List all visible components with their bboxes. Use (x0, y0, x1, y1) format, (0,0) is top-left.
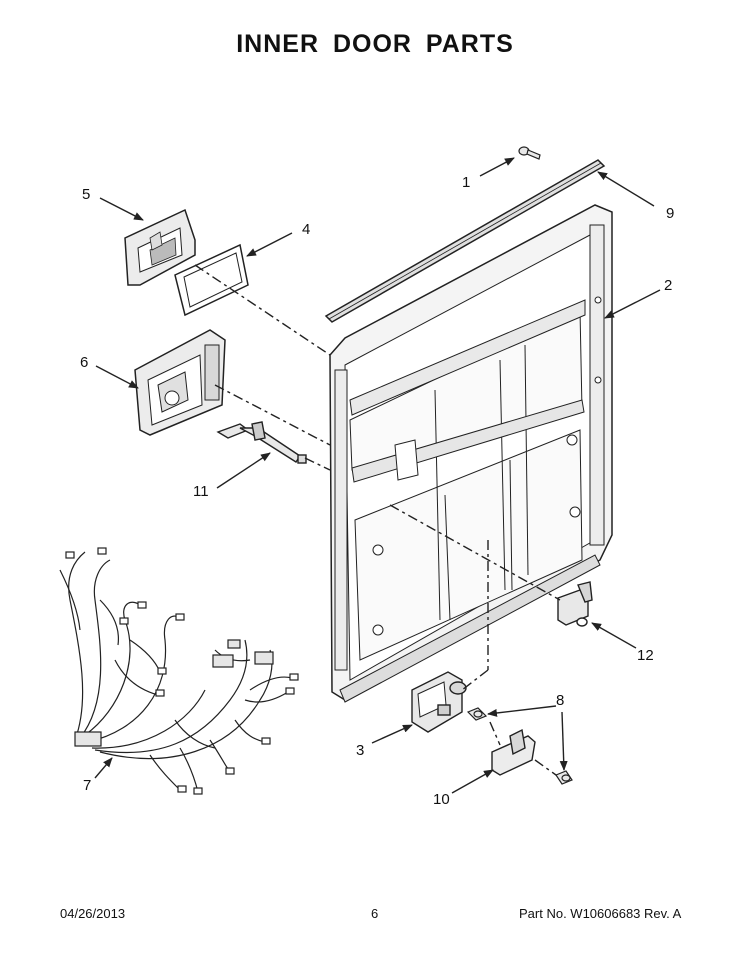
inner-door-panel (329, 204, 613, 703)
leader-7 (94, 757, 113, 779)
callout-3: 3 (356, 742, 364, 759)
leader-5 (99, 197, 144, 221)
part-3-door-latch (411, 671, 467, 733)
leader-10 (451, 769, 494, 794)
part-6-module (134, 329, 226, 436)
callout-1: 1 (462, 174, 470, 191)
leader-9 (597, 171, 655, 207)
part-4-gasket (174, 243, 249, 317)
callout-7: 7 (83, 777, 91, 794)
part-12-latch-hook (557, 581, 593, 627)
leader-12 (591, 622, 637, 649)
part-5-module (124, 208, 196, 286)
callout-10: 10 (433, 791, 450, 808)
part-10-bracket (491, 728, 536, 776)
leader-2 (604, 289, 661, 319)
leader-6 (95, 365, 139, 389)
part-8-screw-a (466, 707, 488, 721)
footer-date: 04/26/2013 (60, 906, 126, 921)
callout-4: 4 (302, 221, 310, 238)
leader-4 (246, 232, 293, 257)
part-8-screw-b (555, 770, 573, 785)
part-7-wire-harness (59, 547, 299, 795)
callout-8: 8 (556, 692, 564, 709)
door-trim-strip (324, 159, 606, 323)
alignment-lines (194, 264, 561, 776)
leader-lines (94, 157, 661, 794)
callout-6: 6 (80, 354, 88, 371)
callout-9: 9 (666, 205, 674, 222)
callout-2: 2 (664, 277, 672, 294)
leader-1 (479, 157, 515, 177)
part-11-rod (216, 421, 307, 464)
callout-12: 12 (637, 647, 654, 664)
footer-part-number: Part No. W10606683 Rev. A (519, 906, 682, 921)
leader-8b (559, 711, 568, 771)
leader-11 (216, 452, 271, 489)
leader-8a (487, 705, 557, 717)
callout-11: 11 (193, 483, 209, 500)
leader-3 (371, 724, 413, 744)
footer-page-number: 6 (371, 906, 379, 921)
page-title: INNER DOOR PARTS (236, 30, 514, 58)
callout-numbers: 1 9 5 4 2 6 11 12 8 3 7 10 (80, 174, 674, 808)
callout-5: 5 (82, 186, 90, 203)
screw-top (518, 146, 541, 160)
